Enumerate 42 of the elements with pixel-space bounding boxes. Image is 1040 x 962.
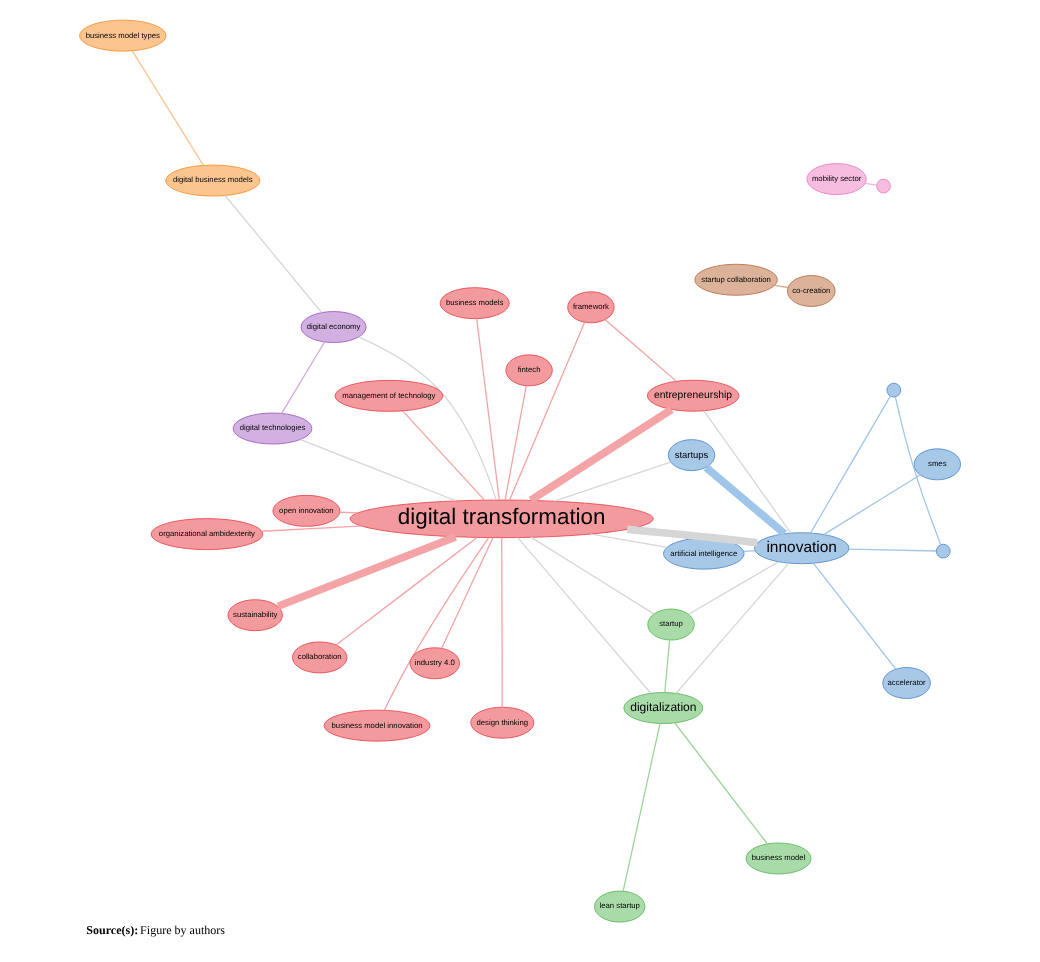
connector — [626, 525, 758, 547]
connector — [509, 321, 586, 501]
connector — [476, 318, 500, 501]
connector — [299, 438, 457, 502]
node-circle — [876, 178, 891, 194]
connector — [501, 537, 503, 708]
connector — [810, 395, 891, 534]
node-ellipse: innovation — [754, 532, 850, 565]
node-circle — [886, 382, 902, 398]
connector — [688, 561, 780, 615]
connector — [276, 533, 457, 610]
connector — [664, 639, 671, 694]
connector — [402, 410, 485, 501]
connector — [894, 396, 942, 546]
connector — [743, 550, 756, 553]
connector — [848, 548, 937, 552]
connector — [674, 722, 768, 845]
node-ellipse: digital transformation — [349, 499, 654, 539]
connector — [224, 194, 323, 314]
connector — [517, 537, 652, 694]
connector — [553, 461, 672, 502]
connector — [622, 722, 661, 892]
connector — [812, 562, 897, 670]
connector — [589, 533, 668, 548]
connector — [357, 336, 497, 501]
connector — [441, 537, 494, 649]
connector — [504, 385, 527, 501]
connector — [675, 562, 790, 694]
node-circle — [935, 543, 951, 559]
connector — [823, 474, 921, 535]
connector — [261, 525, 363, 532]
connector — [383, 537, 490, 711]
connector — [131, 50, 204, 166]
connector — [773, 284, 789, 289]
connector — [703, 410, 792, 534]
connector — [530, 536, 655, 615]
connector — [335, 536, 478, 646]
connector — [604, 319, 677, 382]
connector — [281, 341, 326, 414]
connector — [864, 182, 878, 186]
connector — [703, 464, 787, 537]
connector — [528, 406, 674, 504]
